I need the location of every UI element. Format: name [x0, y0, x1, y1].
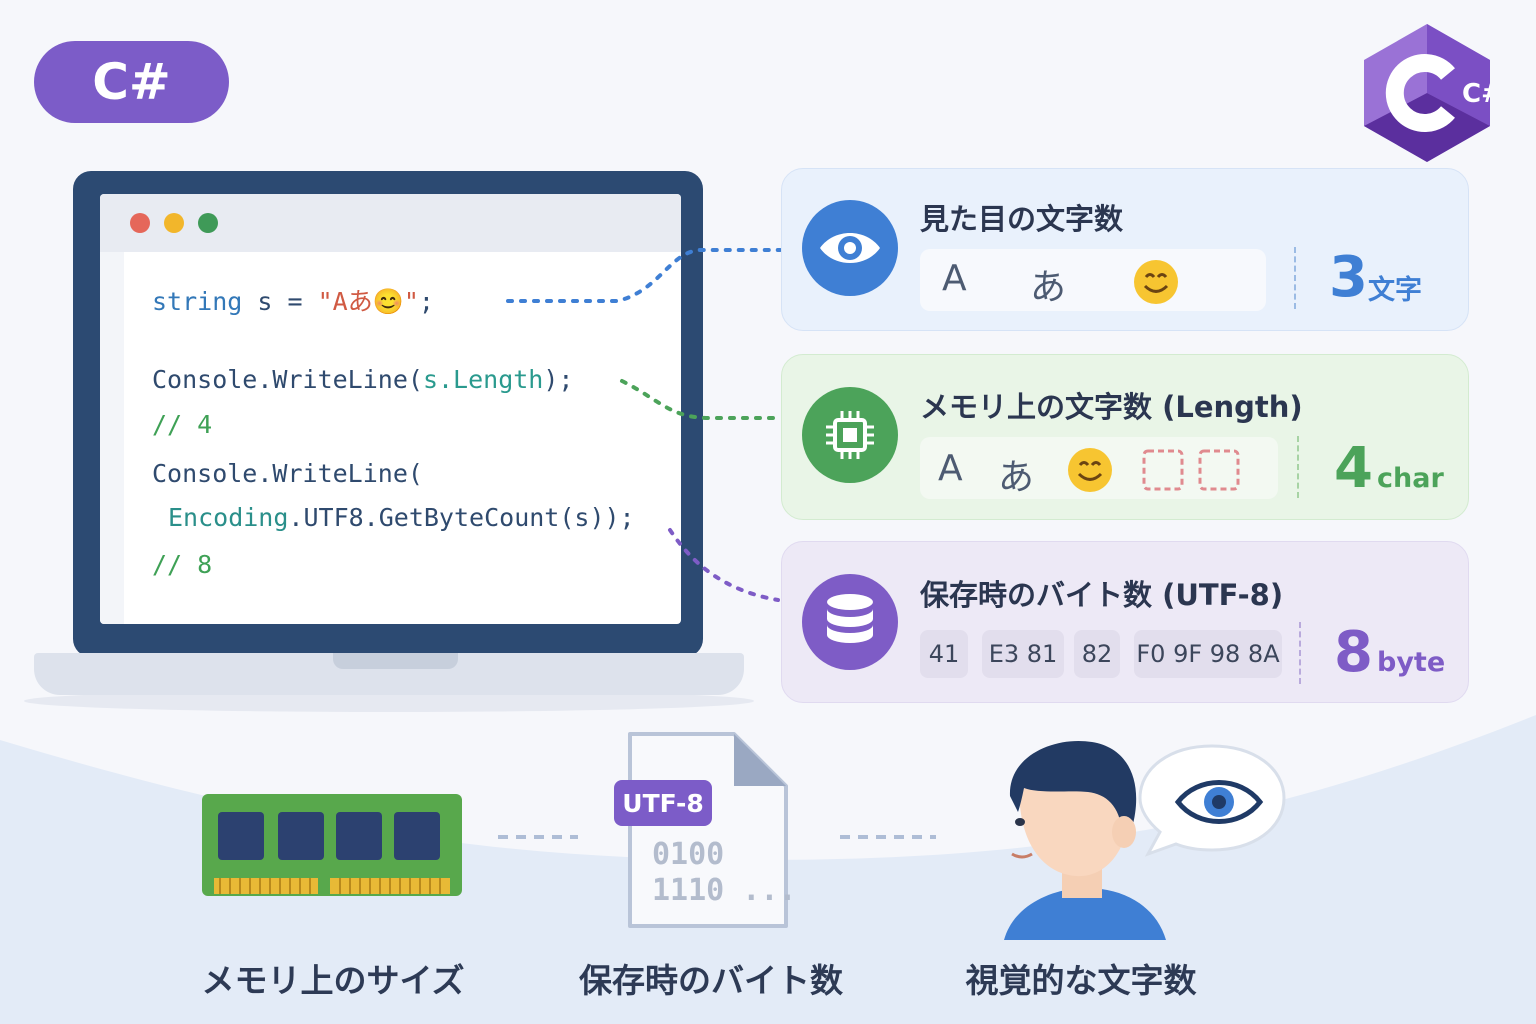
surrogate-pair-slots — [1142, 449, 1240, 491]
storage-divider — [1299, 622, 1301, 684]
visual-char-box — [920, 249, 1266, 311]
person-icon — [1004, 740, 1166, 940]
byte-chip: 82 — [1074, 630, 1120, 678]
label-visual-chars: 視覚的な文字数 — [965, 961, 1197, 1000]
byte-chip: F0 9F 98 8A — [1134, 630, 1282, 678]
byte-chip: 41 — [920, 630, 968, 678]
visual-divider — [1294, 247, 1296, 309]
visual-unit: 文字 — [1368, 275, 1422, 306]
maximize-dot — [198, 213, 218, 233]
file-bits-line-2: 1110 ... — [652, 873, 797, 908]
eye-icon — [802, 200, 898, 296]
memory-count: 4 — [1334, 436, 1373, 501]
close-dot — [130, 213, 150, 233]
database-icon — [802, 574, 898, 670]
code-line-2: Console.WriteLine(s.Length); — [152, 365, 574, 394]
file-bits-line-1: 0100 — [652, 837, 725, 872]
label-memory-size: メモリ上のサイズ — [201, 961, 465, 1000]
minimize-dot — [164, 213, 184, 233]
code-window: string s = "Aあ😊"; Console.WriteLine(s.Le… — [100, 194, 681, 624]
code-line-5: Encoding.UTF8.GetByteCount(s)); — [168, 503, 635, 532]
panel-storage-title: 保存時のバイト数 (UTF-8) — [920, 578, 1284, 612]
memory-char-a: A — [938, 448, 963, 489]
eye-icon — [1174, 780, 1264, 824]
smile-emoji-icon — [1134, 260, 1178, 304]
byte-chip: E3 81 — [982, 630, 1064, 678]
chip-icon — [802, 387, 898, 483]
label-storage-bytes: 保存時のバイト数 — [579, 961, 843, 1000]
code-line-1: string s = "Aあ😊"; — [152, 287, 434, 316]
panel-visual-title: 見た目の文字数 — [920, 202, 1124, 236]
storage-count: 8 — [1334, 620, 1373, 685]
window-titlebar — [100, 194, 681, 252]
visual-char-a: A — [942, 258, 967, 299]
file-encoding-tag: UTF-8 — [614, 780, 712, 826]
laptop-notch — [333, 653, 458, 669]
code-gutter — [100, 252, 124, 624]
dash-connector-left — [498, 835, 578, 839]
laptop-shadow — [24, 690, 754, 712]
storage-unit: byte — [1377, 647, 1446, 678]
dash-connector-right — [840, 835, 936, 839]
panel-memory-title: メモリ上の文字数 (Length) — [920, 390, 1303, 424]
code-comment-bytes: // 8 — [152, 550, 213, 579]
ram-icon — [202, 794, 462, 896]
visual-char-hiragana: あ — [1030, 267, 1067, 308]
visual-count: 3 — [1329, 245, 1368, 310]
logo-text: C# — [1462, 79, 1490, 109]
memory-divider — [1297, 436, 1299, 498]
code-comment-length: // 4 — [152, 410, 213, 439]
code-line-4: Console.WriteLine( — [152, 459, 423, 488]
smile-emoji-icon — [1068, 448, 1112, 492]
csharp-logo-icon: C# — [1364, 24, 1490, 162]
memory-char-hiragana: あ — [998, 457, 1035, 498]
language-badge: C# — [34, 41, 229, 123]
memory-unit: char — [1377, 463, 1444, 494]
